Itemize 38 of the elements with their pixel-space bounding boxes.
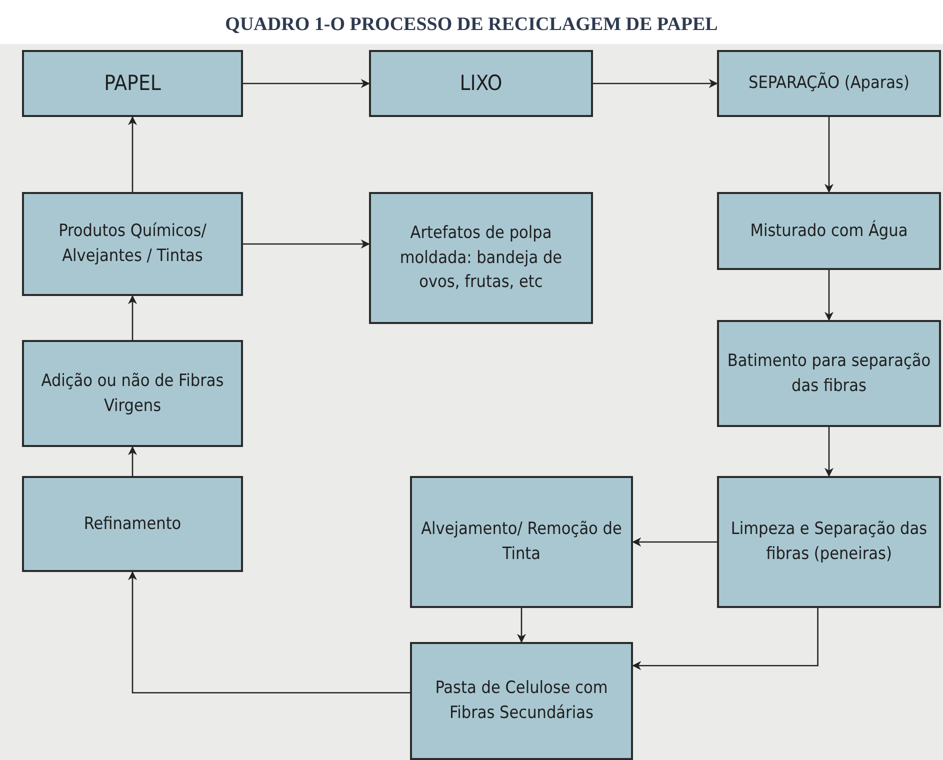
process-box: [717, 50, 941, 117]
process-box: [717, 476, 941, 608]
arrow: [128, 116, 138, 192]
process-box: [22, 50, 243, 117]
box-label: Batimento para separação das fibras: [727, 350, 931, 398]
process-box: [22, 340, 243, 447]
process-box: [410, 476, 633, 608]
arrow: [128, 295, 138, 340]
box-label: PAPEL: [104, 70, 161, 98]
process-box: [369, 192, 593, 324]
box-label: Alvejamento/ Remoção de Tinta: [420, 518, 623, 566]
arrow: [243, 239, 370, 249]
arrow: [516, 608, 526, 643]
arrow: [632, 537, 717, 547]
process-box: [369, 50, 593, 117]
arrow: [593, 78, 718, 88]
box-label: Pasta de Celulose com Fibras Secundárias: [434, 677, 609, 725]
process-box: [410, 642, 633, 760]
box-label: Produtos Químicos/ Alvejantes / Tintas: [58, 220, 208, 268]
arrow: [824, 270, 834, 321]
arrow: [824, 427, 834, 477]
arrow: [128, 446, 138, 476]
box-label: Limpeza e Separação das fibras (peneiras): [730, 518, 928, 566]
diagram-title: QUADRO 1-O PROCESSO DE RECICLAGEM DE PAPEL: [224, 14, 719, 36]
box-label: Artefatos de polpa moldada: bandeja de ovos, frutas, etc: [398, 222, 564, 294]
process-box: [717, 320, 941, 427]
arrow: [824, 117, 834, 193]
box-label: LIXO: [460, 70, 502, 98]
arrow: [632, 608, 818, 670]
arrow: [243, 78, 370, 88]
box-label: Misturado com Água: [750, 219, 908, 243]
box-label: Adição ou não de Fibras Virgens: [40, 370, 225, 418]
process-box: [22, 476, 243, 572]
process-box: [22, 192, 243, 296]
box-label: SEPARAÇÃO (Aparas): [748, 71, 910, 96]
box-label: Refinamento: [84, 512, 182, 536]
process-box: [717, 192, 941, 270]
arrow: [128, 571, 410, 694]
